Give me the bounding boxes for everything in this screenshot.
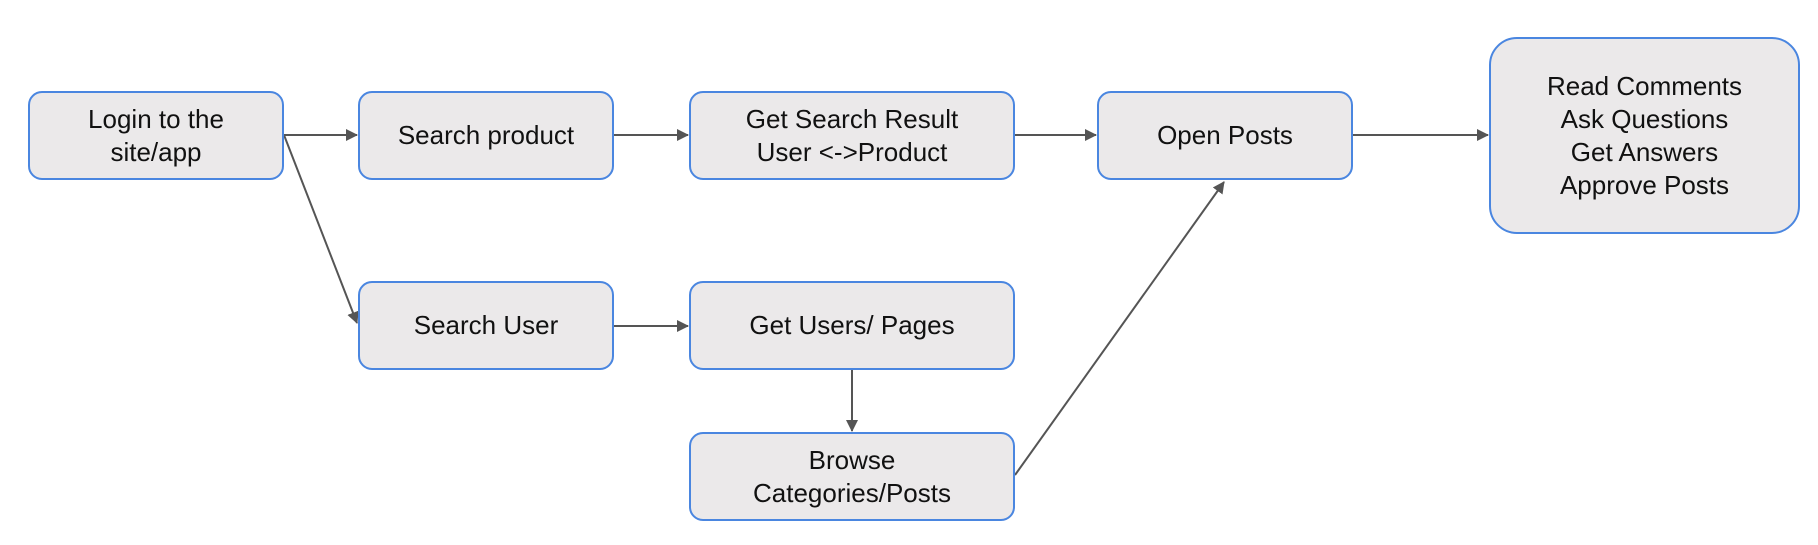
edge-login-to-search-user: [283, 134, 359, 324]
node-login: Login to the site/app: [28, 91, 284, 180]
node-search-user: Search User: [358, 281, 614, 370]
node-comment-actions: Read Comments Ask Questions Get Answers …: [1489, 37, 1800, 234]
node-search-product: Search product: [358, 91, 614, 180]
node-open-posts: Open Posts: [1097, 91, 1353, 180]
edge-browse-to-open-posts: [1014, 181, 1225, 476]
node-get-search-result: Get Search Result User <->Product: [689, 91, 1015, 180]
node-browse-categories: Browse Categories/Posts: [689, 432, 1015, 521]
node-get-users-pages: Get Users/ Pages: [689, 281, 1015, 370]
